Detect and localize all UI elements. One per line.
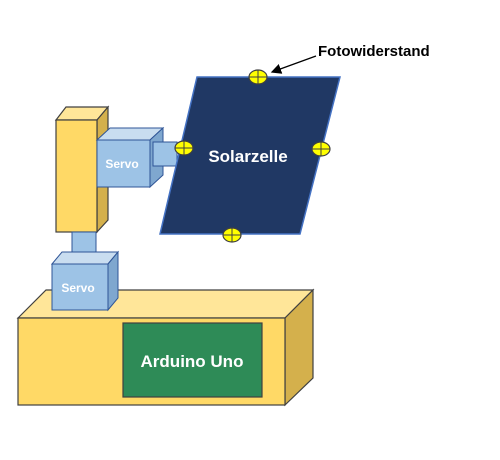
servo-bottom-label: Servo bbox=[61, 281, 94, 295]
photoresistor-label: Fotowiderstand bbox=[318, 43, 430, 60]
solar-panel-label: Solarzelle bbox=[208, 147, 287, 166]
servo-bottom-front-face bbox=[51, 263, 109, 311]
photoresistor-right bbox=[311, 141, 331, 157]
servo-bottom-top-face bbox=[50, 251, 120, 265]
arduino-board: Arduino Uno bbox=[122, 322, 263, 398]
photoresistor-bottom bbox=[222, 227, 242, 243]
arduino-label: Arduino Uno bbox=[141, 352, 244, 371]
solar-panel-face bbox=[159, 76, 341, 235]
photoresistor-top bbox=[248, 69, 268, 85]
arduino-board-rect bbox=[122, 322, 263, 398]
servo-bottom: Servo bbox=[50, 250, 120, 312]
callout-arrow bbox=[270, 55, 317, 74]
solar-panel: Solarzelle bbox=[159, 76, 341, 235]
photoresistor-callout: Fotowiderstand bbox=[270, 43, 430, 74]
post-front-face bbox=[55, 119, 98, 233]
upper-shaft-rect bbox=[152, 141, 178, 167]
photoresistor-left bbox=[174, 140, 194, 156]
servo-top-label: Servo bbox=[105, 157, 138, 171]
upper-shaft bbox=[152, 141, 178, 167]
servo-top-front-face bbox=[96, 139, 151, 188]
